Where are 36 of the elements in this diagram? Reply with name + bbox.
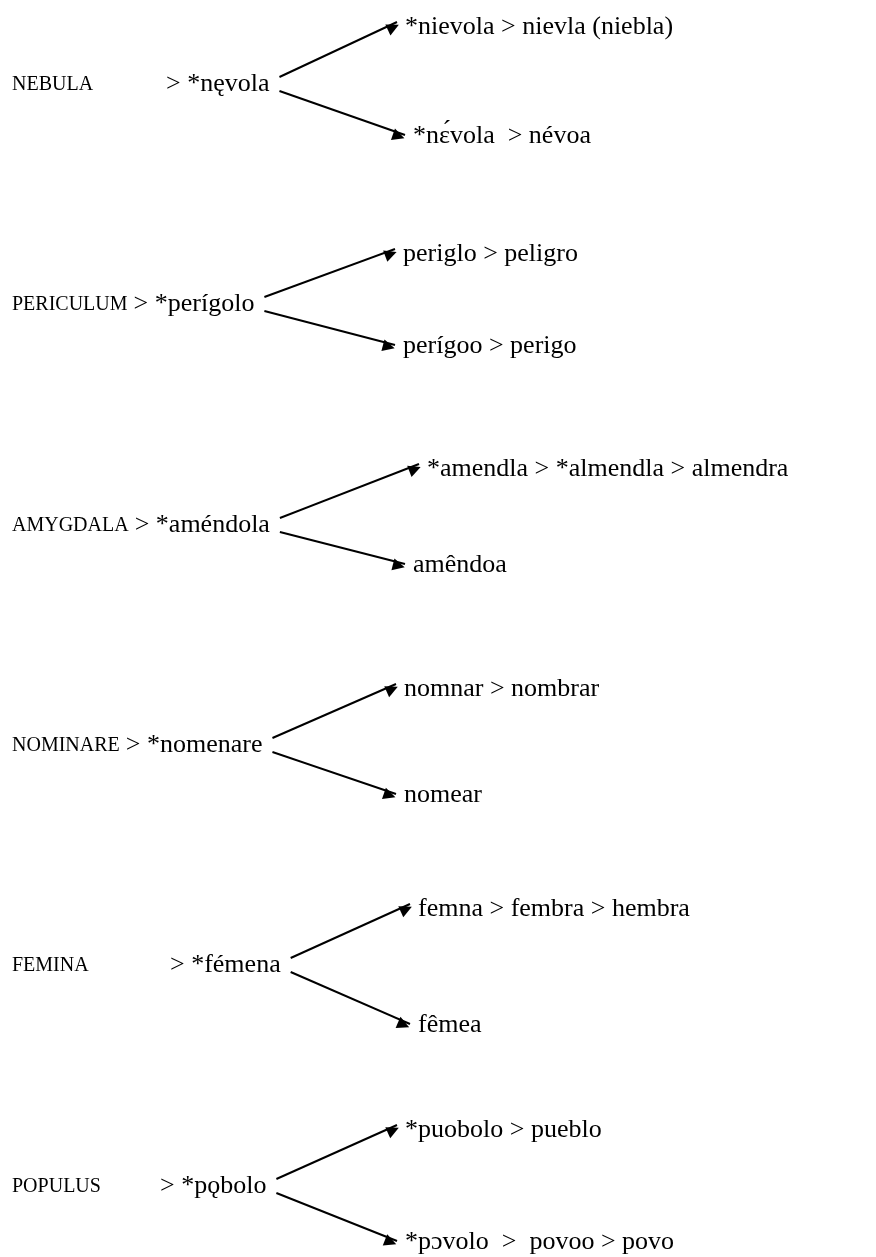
derived-form: *nɛ́vola > névoa bbox=[413, 120, 591, 150]
reconstructed-form: > *nomenare bbox=[125, 729, 263, 759]
derived-form: fêmea bbox=[418, 1009, 482, 1039]
arrow bbox=[271, 683, 398, 739]
reconstructed-form: > *améndola bbox=[134, 509, 270, 539]
arrow bbox=[271, 751, 397, 800]
latin-word: NEBULA bbox=[12, 71, 94, 96]
latin-word: FEMINA bbox=[12, 952, 89, 977]
derived-form: nomnar > nombrar bbox=[404, 673, 600, 703]
latin-word: AMYGDALA bbox=[12, 512, 129, 537]
derived-form: nomear bbox=[404, 779, 482, 809]
reconstructed-form: > *nęvola bbox=[166, 68, 270, 98]
reconstructed-form: > *pǫbolo bbox=[160, 1170, 267, 1200]
arrow bbox=[275, 1124, 399, 1180]
arrow bbox=[278, 21, 399, 78]
derived-form: *puobolo > pueblo bbox=[405, 1114, 602, 1144]
reconstructed-form: > *fémena bbox=[170, 949, 281, 979]
arrow bbox=[263, 248, 397, 298]
derived-form: *nievola > nievla (niebla) bbox=[405, 11, 674, 41]
derived-form: *amendla > *almendla > almendra bbox=[427, 453, 789, 483]
latin-word: PERICULUM bbox=[12, 291, 128, 316]
arrow bbox=[289, 903, 412, 959]
derived-form: *pɔvolo > povoo > povo bbox=[405, 1226, 675, 1256]
arrow bbox=[263, 310, 396, 352]
derived-form: femna > fembra > hembra bbox=[418, 893, 690, 923]
arrow bbox=[278, 90, 406, 140]
derived-form: perígoo > perigo bbox=[403, 330, 577, 360]
arrow bbox=[275, 1192, 398, 1246]
derived-form: amêndoa bbox=[413, 549, 507, 579]
arrow bbox=[278, 531, 406, 571]
reconstructed-form: > *perígolo bbox=[133, 288, 255, 318]
latin-word: POPULUS bbox=[12, 1173, 101, 1198]
arrow bbox=[289, 971, 411, 1028]
arrow bbox=[278, 463, 421, 519]
latin-word: NOMINARE bbox=[12, 732, 120, 757]
derived-form: periglo > peligro bbox=[403, 238, 578, 268]
